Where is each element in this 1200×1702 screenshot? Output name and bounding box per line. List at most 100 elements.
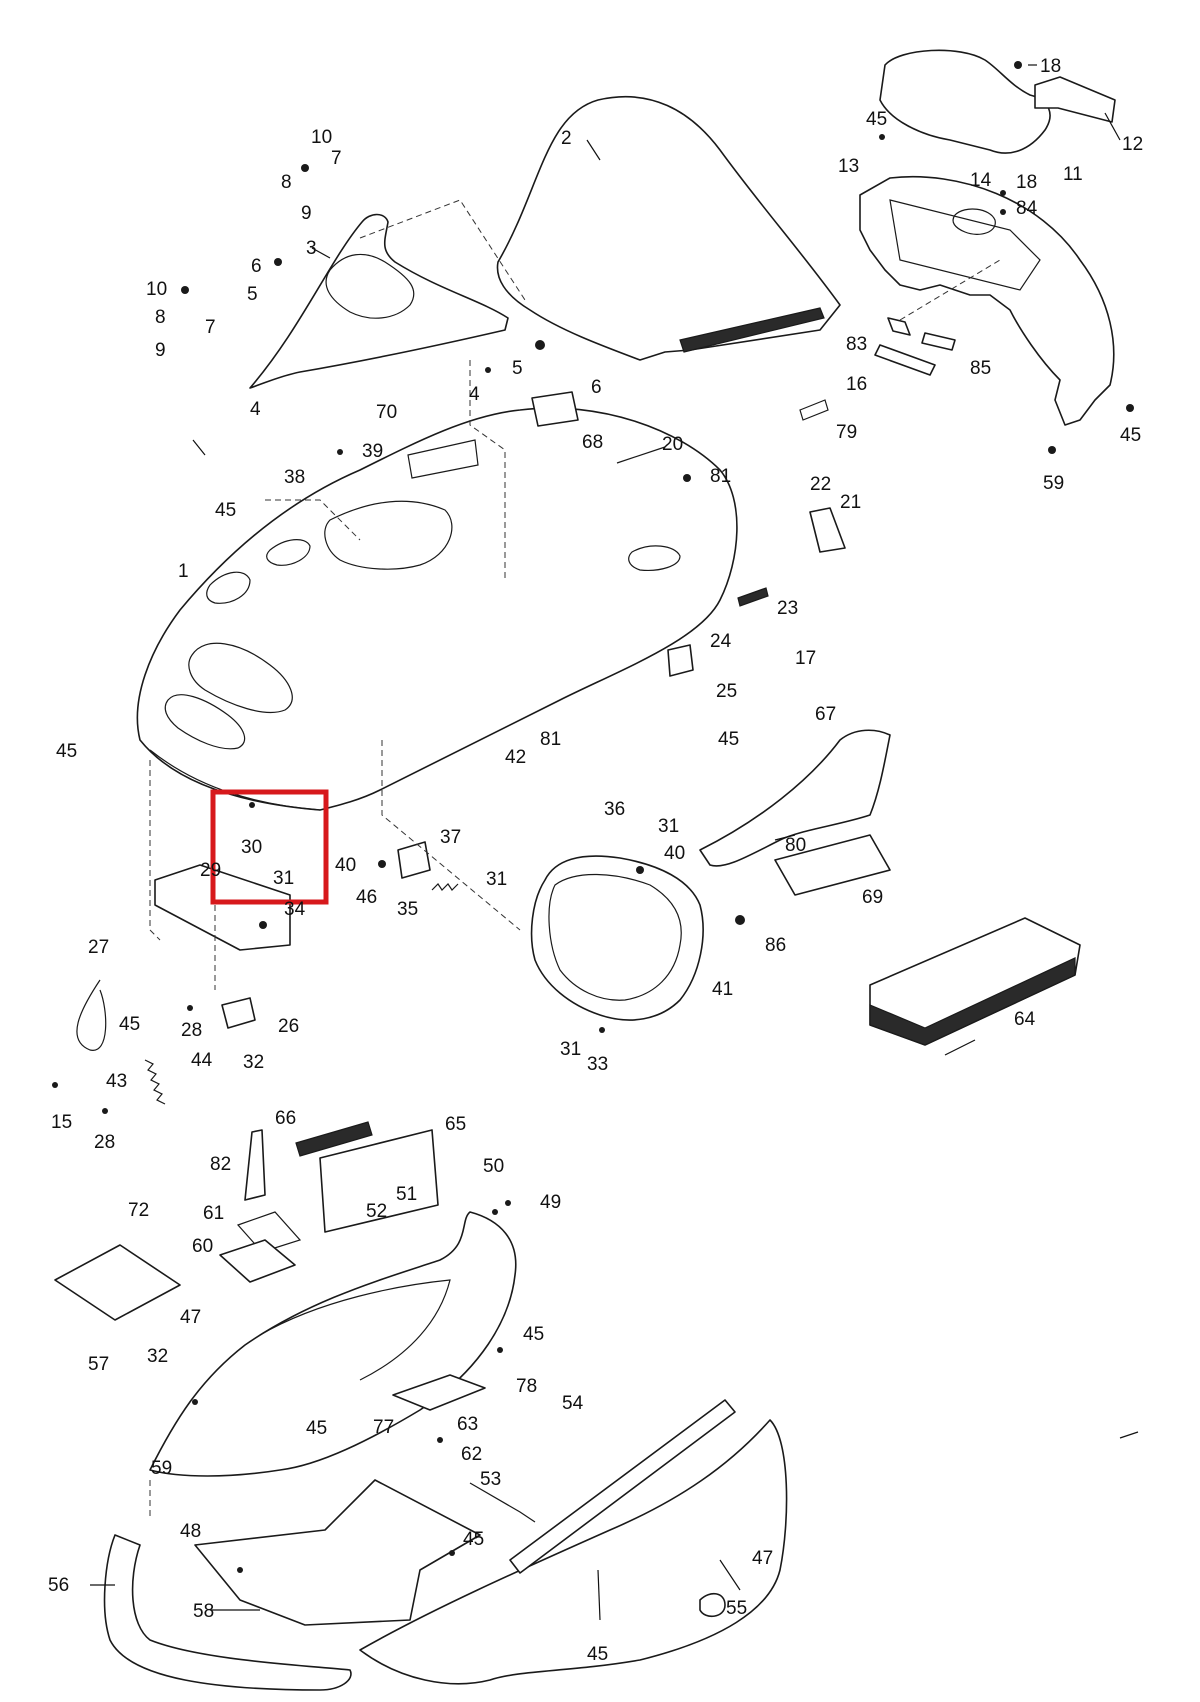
callout-52: 52 — [366, 1201, 387, 1222]
callout-63: 63 — [457, 1414, 478, 1435]
callout-16: 16 — [846, 374, 867, 395]
bracket-29 — [154, 864, 291, 951]
fastener-dot — [449, 1550, 455, 1556]
callout-20: 20 — [662, 434, 683, 455]
bracket-37 — [397, 841, 431, 879]
deflector-opening — [325, 253, 415, 319]
callout-17: 17 — [795, 648, 816, 669]
callout-45j: 45 — [587, 1644, 608, 1665]
fastener-dot — [378, 860, 386, 868]
callout-9a: 9 — [301, 203, 312, 224]
hood-vent-left — [188, 642, 293, 714]
callout-8b: 8 — [155, 307, 166, 328]
highlight-box — [210, 789, 329, 905]
callout-61: 61 — [203, 1203, 224, 1224]
callout-1: 1 — [178, 561, 189, 582]
callout-39: 39 — [362, 441, 383, 462]
cable-43 — [76, 979, 107, 1051]
callout-65: 65 — [445, 1114, 466, 1135]
plate-60 — [219, 1239, 296, 1283]
side-duct-part — [699, 729, 891, 867]
callout-34: 34 — [284, 899, 306, 920]
dash-gauge-hole — [952, 208, 996, 235]
callout-45i: 45 — [463, 1529, 484, 1550]
callout-45a: 45 — [866, 109, 887, 130]
callout-81b: 81 — [540, 729, 561, 750]
callout-51: 51 — [396, 1184, 417, 1205]
callout-42: 42 — [505, 747, 526, 768]
leader-lines — [90, 64, 1139, 1621]
pad-72 — [54, 1244, 181, 1321]
callout-22: 22 — [810, 474, 831, 495]
fastener-dot — [636, 866, 644, 874]
bracket-85 — [921, 332, 956, 351]
callout-45g: 45 — [523, 1324, 544, 1345]
fastener-dot — [102, 1108, 108, 1114]
callout-33: 33 — [587, 1054, 608, 1075]
strip-23 — [737, 587, 769, 607]
callout-14: 14 — [970, 170, 992, 191]
pad-68 — [531, 391, 579, 427]
callout-25: 25 — [716, 681, 737, 702]
callout-18a: 18 — [1040, 56, 1061, 77]
windshield-part — [496, 96, 841, 361]
callout-31d: 31 — [560, 1039, 581, 1060]
callout-45h: 45 — [306, 1418, 327, 1439]
dash-support-inner — [889, 199, 1041, 291]
callout-77: 77 — [373, 1417, 394, 1438]
callout-2: 2 — [561, 128, 572, 149]
callout-6a: 6 — [251, 256, 262, 277]
fastener-dot — [181, 286, 189, 294]
callout-4a: 4 — [250, 399, 261, 420]
pad-55 — [699, 1592, 726, 1618]
callout-37: 37 — [440, 827, 461, 848]
callout-53: 53 — [480, 1469, 501, 1490]
callout-10a: 10 — [311, 127, 332, 148]
callout-44: 44 — [191, 1050, 213, 1071]
callout-8a: 8 — [281, 172, 292, 193]
callout-18b: 18 — [1016, 172, 1037, 193]
bracket-83 — [887, 317, 911, 336]
callout-55: 55 — [726, 1598, 747, 1619]
callout-10b: 10 — [146, 279, 167, 300]
side-rail-part — [509, 1399, 736, 1574]
console-part — [879, 49, 1051, 154]
callout-59b: 59 — [151, 1458, 172, 1479]
pad-64-edge — [869, 957, 1076, 1046]
callout-83: 83 — [846, 334, 867, 355]
callout-40a: 40 — [664, 843, 685, 864]
callout-23: 23 — [777, 598, 798, 619]
callout-13: 13 — [838, 156, 859, 177]
callout-80: 80 — [785, 835, 806, 856]
callout-21: 21 — [840, 492, 861, 513]
callout-6b: 6 — [591, 377, 602, 398]
callout-32a: 32 — [243, 1052, 264, 1073]
callout-43: 43 — [106, 1071, 127, 1092]
callout-41: 41 — [712, 979, 733, 1000]
callout-24: 24 — [710, 631, 732, 652]
callout-54: 54 — [562, 1393, 584, 1414]
hood-windshield-opening — [324, 500, 453, 570]
hood-part — [136, 407, 738, 811]
callout-70: 70 — [376, 402, 397, 423]
fastener-dot — [683, 474, 691, 482]
dash-support-part — [859, 175, 1115, 426]
callouts: 18 45 12 2 13 14 18 11 84 10 7 8 9 6 3 1… — [48, 56, 1143, 1665]
callout-4b: 4 — [469, 384, 480, 405]
callout-27: 27 — [88, 937, 109, 958]
callout-45e: 45 — [56, 741, 77, 762]
fastener-dot — [485, 367, 491, 373]
callout-5b: 5 — [512, 358, 523, 379]
callout-29: 29 — [200, 860, 221, 881]
callout-26: 26 — [278, 1016, 299, 1037]
pad-69 — [774, 834, 891, 896]
callout-12: 12 — [1122, 134, 1143, 155]
callout-45c: 45 — [215, 500, 236, 521]
callout-31a: 31 — [658, 816, 679, 837]
callout-48: 48 — [180, 1521, 201, 1542]
fastener-dot — [879, 134, 885, 140]
callout-30: 30 — [241, 837, 262, 858]
fastener-dot — [187, 1005, 193, 1011]
foam-block-part — [1034, 76, 1116, 123]
